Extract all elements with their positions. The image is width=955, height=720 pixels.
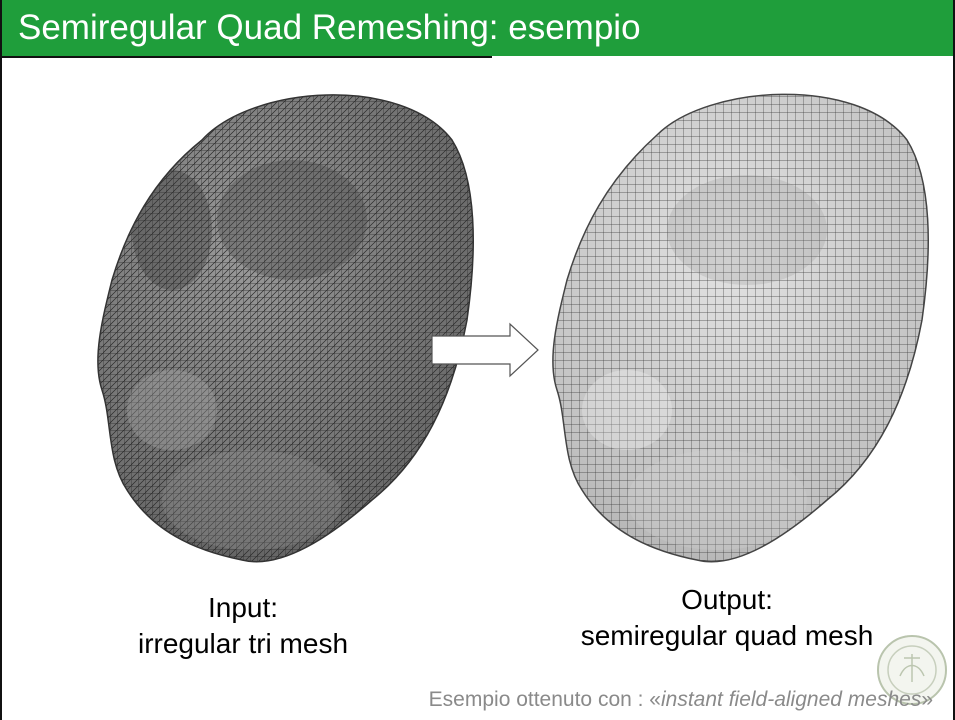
input-caption-line1: Input: [98,590,388,626]
credit-text: Esempio ottenuto con : «instant field-al… [429,688,933,712]
output-caption: Output: semiregular quad mesh [537,582,917,654]
slide-title: Semiregular Quad Remeshing: esempio [18,8,641,48]
right-arrow-outline-icon [430,322,542,383]
credit-suffix: » [921,688,933,711]
input-caption: Input: irregular tri mesh [98,590,388,662]
input-caption-line2: irregular tri mesh [98,626,388,662]
title-bar: Semiregular Quad Remeshing: esempio [2,0,955,56]
output-caption-line1: Output: [537,582,917,618]
credit-prefix: Esempio ottenuto con : « [429,688,661,711]
output-caption-line2: semiregular quad mesh [537,618,917,654]
credit-software-name: instant field-aligned meshes [661,688,921,711]
output-quad-mesh-image [547,80,955,580]
title-underline [2,56,492,58]
